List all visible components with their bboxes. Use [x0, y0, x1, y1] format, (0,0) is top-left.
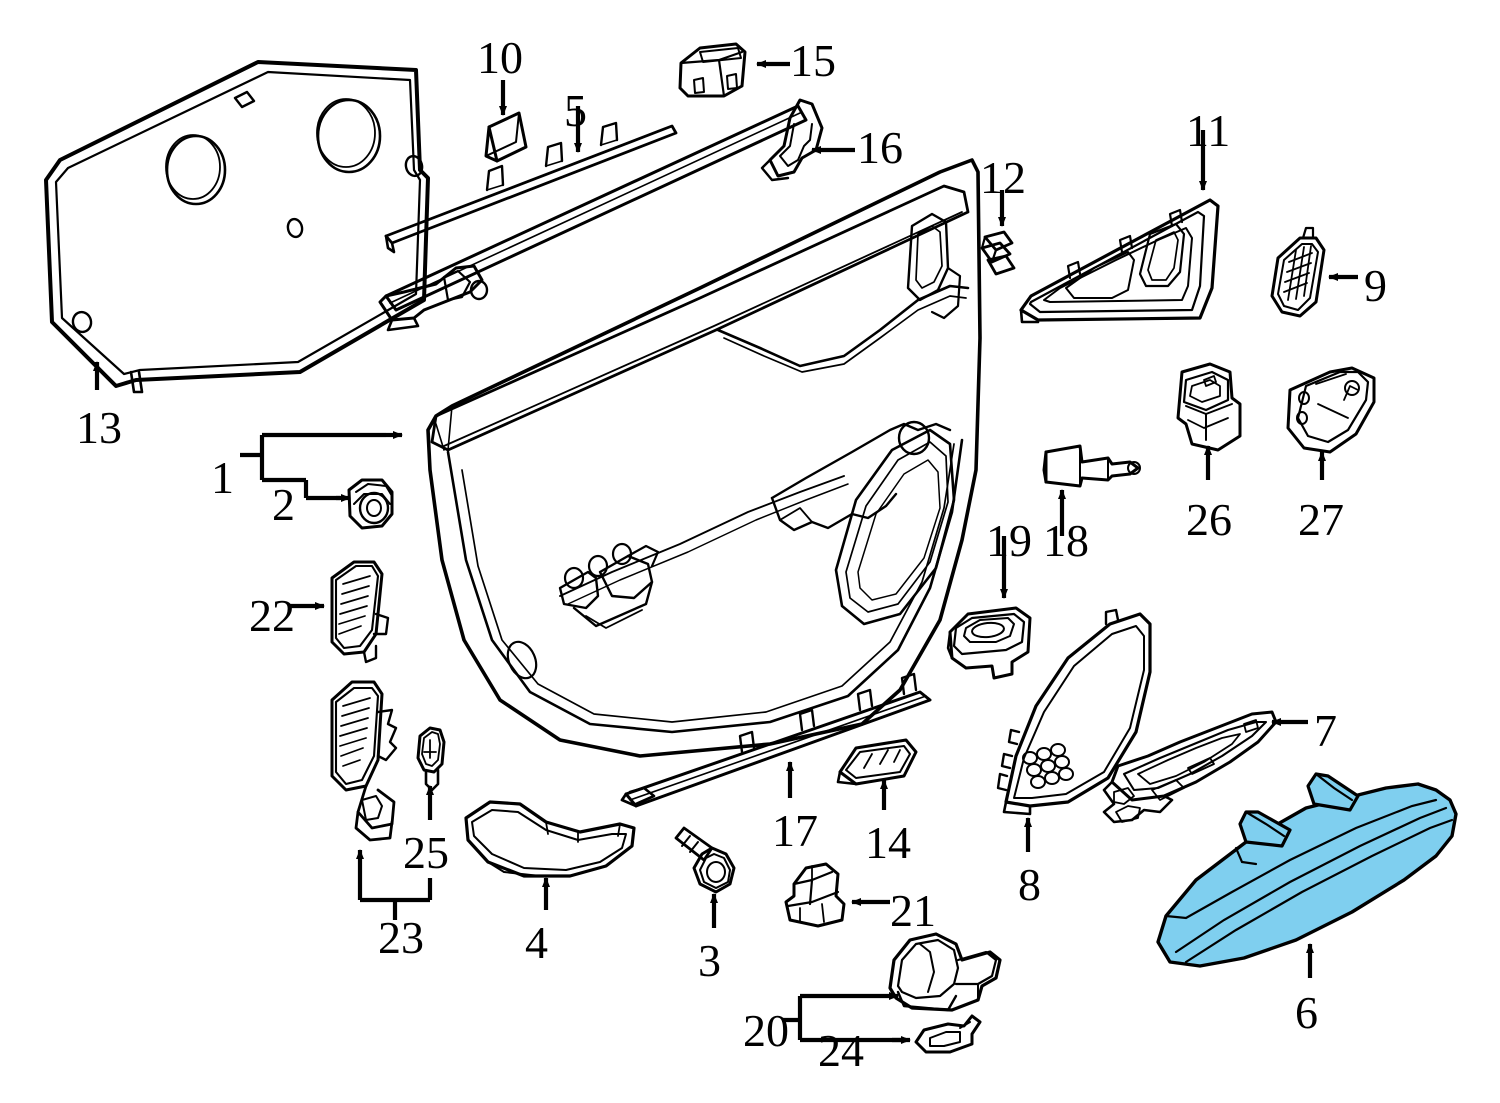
leader-20-bracket: [782, 993, 880, 1040]
part-cable-connector-housing: [678, 42, 747, 98]
part-mounting-screw: [674, 826, 736, 894]
callout-number-24: 24: [818, 1025, 864, 1076]
part-square-expansion-nut: [784, 862, 846, 928]
callout-number-14: 14: [865, 817, 911, 868]
part-mesh-vent-insert: [1270, 226, 1326, 318]
callout-number-4: 4: [525, 917, 548, 968]
callout-number-16: 16: [857, 122, 903, 173]
callout-number-9: 9: [1364, 260, 1387, 311]
part-water-shield-insulation: [44, 60, 430, 394]
callout-number-3: 3: [698, 935, 721, 986]
callout-number-23: 23: [378, 912, 424, 963]
callout-number-6: 6: [1295, 987, 1318, 1038]
part-lower-trim-moulding: [620, 672, 932, 808]
part-armrest-pull-handle: [1156, 772, 1458, 968]
part-lock-knob-rod: [1042, 444, 1141, 488]
callout-number-17: 17: [772, 805, 818, 856]
part-trim-panel-grommet-cap: [347, 478, 394, 530]
callout-number-7: 7: [1314, 705, 1337, 756]
part-upper-window-seal-strip: [384, 121, 678, 254]
part-handle-trim-cover: [464, 800, 636, 878]
callout-number-21: 21: [890, 885, 936, 936]
part-tweeter-grille-assembly: [330, 680, 398, 842]
callout-number-1: 1: [211, 452, 234, 503]
callout-number-15: 15: [790, 35, 836, 86]
callout-number-12: 12: [980, 152, 1026, 203]
leader-23-bracket: [360, 878, 433, 920]
part-seal-strip-end-clamp: [378, 98, 824, 332]
callout-number-13: 13: [76, 402, 122, 453]
callout-number-26: 26: [1186, 494, 1232, 545]
part-upper-speaker-grille: [330, 560, 390, 664]
callout-number-10: 10: [477, 32, 523, 83]
part-door-trim-panel: [426, 158, 982, 758]
part-courtesy-lamp-assembly: [888, 932, 1002, 1012]
callout-number-19: 19: [986, 515, 1032, 566]
callout-number-25: 25: [403, 827, 449, 878]
part-courtesy-lamp-bulb: [914, 1014, 982, 1054]
part-bulb: [416, 726, 446, 792]
leader-2-stem: [262, 477, 340, 501]
part-trim-strip-clip: [836, 738, 918, 786]
callout-number-22: 22: [249, 590, 295, 641]
part-square-blanking-plug: [484, 111, 528, 163]
callout-number-8: 8: [1018, 859, 1041, 910]
part-mirror-corner-trim-cover: [1019, 198, 1220, 324]
part-window-lift-switch-single: [1176, 362, 1242, 452]
callout-number-27: 27: [1298, 494, 1344, 545]
callout-number-11: 11: [1186, 105, 1231, 156]
part-courtesy-switch-bracket: [946, 606, 1032, 680]
part-switch-bezel-carrier: [1102, 710, 1278, 824]
callout-number-20: 20: [743, 1005, 789, 1056]
callout-number-2: 2: [272, 479, 295, 530]
callout-number-5: 5: [564, 85, 587, 136]
part-speaker-grille-cover: [996, 608, 1152, 816]
leader-1-bracket: [240, 432, 386, 480]
part-retaining-clip: [980, 230, 1016, 276]
callout-number-18: 18: [1043, 515, 1089, 566]
part-window-lift-switch-master: [1286, 366, 1376, 454]
